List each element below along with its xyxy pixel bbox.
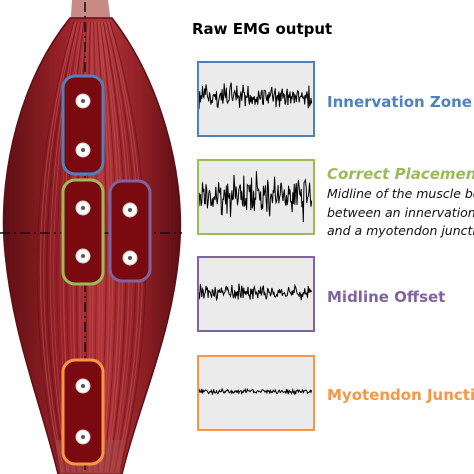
midline-offset-electrode xyxy=(108,179,152,283)
myotendon-junction-electrode xyxy=(61,358,105,466)
correct-placement-description-1: Midline of the muscle belly xyxy=(327,186,474,201)
figure-title: Raw EMG output xyxy=(192,20,333,38)
muscle-fiber xyxy=(39,21,76,473)
innervation-zone-electrode xyxy=(61,74,105,176)
correct-placement-description-2: between an innervation zo xyxy=(327,205,474,220)
emg-panel-innervation-zone xyxy=(197,61,315,137)
emg-panel-midline-offset xyxy=(197,256,315,332)
emg-panel-myotendon-junction xyxy=(197,355,315,431)
emg-trace xyxy=(199,283,312,302)
label-myotendon-junction: Myotendon Junction xyxy=(327,386,474,404)
emg-trace xyxy=(199,82,312,110)
label-innervation-zone: Innervation Zone xyxy=(327,93,472,111)
muscle-fiber xyxy=(43,21,77,473)
emg-trace xyxy=(199,387,312,396)
label-midline-offset: Midline Offset xyxy=(327,288,446,306)
label-correct-placement: Correct Placement xyxy=(327,165,474,183)
correct-placement-electrode xyxy=(61,178,105,286)
correct-placement-description-3: and a myotendon junction xyxy=(327,223,474,238)
emg-trace xyxy=(199,171,312,223)
muscle-illustration xyxy=(0,0,182,474)
muscle-fiber xyxy=(36,21,75,473)
emg-panel-correct-placement xyxy=(197,159,315,235)
